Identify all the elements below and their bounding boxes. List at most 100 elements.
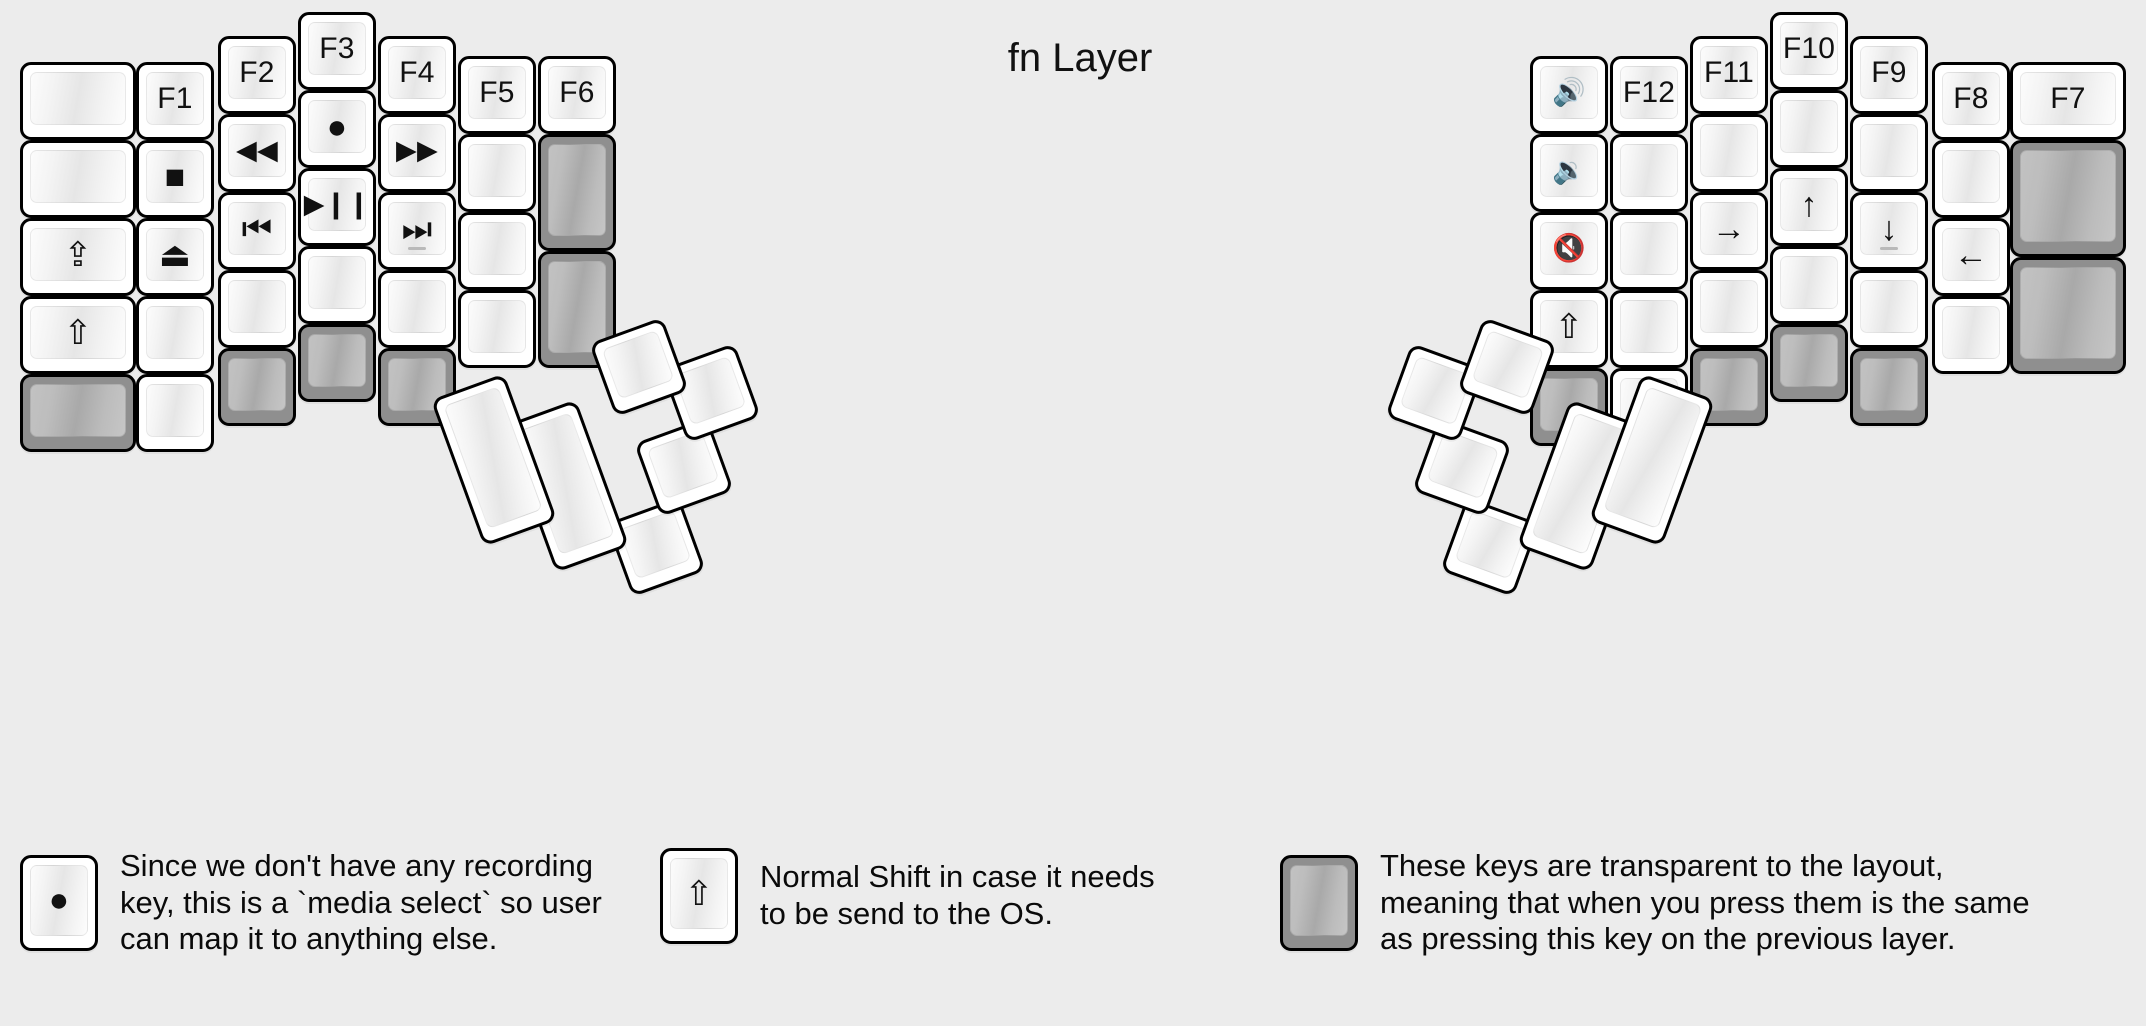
keycap-surface <box>308 256 366 309</box>
left-col-innermost-key-0[interactable]: F6 <box>538 56 616 134</box>
right-col-pinky-key-3[interactable] <box>1610 290 1688 368</box>
keycap-surface: ● <box>308 100 366 153</box>
left-col-pinky-outer-key-1[interactable] <box>20 140 136 218</box>
keycap-surface: ▶❙❙ <box>304 178 370 231</box>
right-col-index-key-2[interactable]: ↓ <box>1850 192 1928 270</box>
legend-swatch-key-2[interactable]: ⇧ <box>660 848 738 944</box>
keycap-surface: F3 <box>308 22 366 75</box>
keycap-surface <box>1942 150 2000 203</box>
left-col-inner-key-2[interactable] <box>458 212 536 290</box>
keycap-surface <box>1471 329 1545 400</box>
right-col-inner-key-3[interactable] <box>1932 296 2010 374</box>
keycap-surface <box>548 261 606 353</box>
keycap-surface <box>468 222 526 275</box>
left-col-middle-key-0[interactable]: F3 <box>298 12 376 90</box>
left-col-index-key-1[interactable]: ▶▶ <box>378 114 456 192</box>
right-col-middle-key-4[interactable] <box>1770 324 1848 402</box>
keycap-surface <box>146 306 204 359</box>
keycap-surface <box>548 144 606 236</box>
left-col-inner-key-0[interactable]: F5 <box>458 56 536 134</box>
right-col-pinky-outer-key-1[interactable]: 🔉 <box>1530 134 1608 212</box>
left-col-inner-key-1[interactable] <box>458 134 536 212</box>
keycap-surface <box>1620 300 1678 353</box>
keycap-surface: ⏭ <box>388 202 446 255</box>
right-col-ring-key-2[interactable]: → <box>1690 192 1768 270</box>
homing-bump-indicator <box>408 247 426 250</box>
right-col-middle-key-3[interactable] <box>1770 246 1848 324</box>
left-col-middle-key-2[interactable]: ▶❙❙ <box>298 168 376 246</box>
record-icon: ● <box>48 881 70 920</box>
left-col-middle-key-3[interactable] <box>298 246 376 324</box>
key-label: F12 <box>1622 75 1676 109</box>
left-col-pinky-outer-key-4[interactable] <box>20 374 136 452</box>
right-col-index-key-1[interactable] <box>1850 114 1928 192</box>
right-col-pinky-outer-key-2[interactable]: 🔇 <box>1530 212 1608 290</box>
keycap-surface <box>1700 280 1758 333</box>
right-col-innermost-key-2[interactable] <box>2010 257 2126 374</box>
legend-swatch-key-3[interactable] <box>1280 854 1358 951</box>
right-col-ring-key-1[interactable] <box>1690 114 1768 192</box>
left-col-innermost-key-1[interactable] <box>538 134 616 251</box>
left-col-pinky-key-2[interactable]: ⏏ <box>136 218 214 296</box>
left-col-index-key-0[interactable]: F4 <box>378 36 456 114</box>
keycap-surface: F8 <box>1942 72 2000 125</box>
arrow-left-icon: ← <box>1953 235 1989 274</box>
left-col-ring-key-4[interactable] <box>218 348 296 426</box>
eject-icon: ⏏ <box>158 235 192 274</box>
right-col-inner-key-1[interactable] <box>1932 140 2010 218</box>
right-col-index-key-0[interactable]: F9 <box>1850 36 1928 114</box>
left-col-pinky-outer-key-2[interactable]: ⇪ <box>20 218 136 296</box>
right-col-ring-key-3[interactable] <box>1690 270 1768 348</box>
left-col-pinky-outer-key-0[interactable] <box>20 62 136 140</box>
legend-swatch: ● <box>20 854 98 951</box>
right-col-middle-key-0[interactable]: F10 <box>1770 12 1848 90</box>
right-col-pinky-outer-key-3[interactable]: ⇧ <box>1530 290 1608 368</box>
left-col-index-key-3[interactable] <box>378 270 456 348</box>
left-col-ring-key-3[interactable] <box>218 270 296 348</box>
left-col-middle-key-4[interactable] <box>298 324 376 402</box>
keycap-surface <box>1426 429 1500 500</box>
right-col-innermost-key-1[interactable] <box>2010 140 2126 257</box>
shift-icon: ⇧ <box>1554 307 1584 346</box>
right-col-pinky-outer-key-0[interactable]: 🔊 <box>1530 56 1608 134</box>
left-col-pinky-outer-key-3[interactable]: ⇧ <box>20 296 136 374</box>
left-col-pinky-key-0[interactable]: F1 <box>136 62 214 140</box>
keycap-surface: F6 <box>548 66 606 119</box>
right-col-innermost-key-0[interactable]: F7 <box>2010 62 2126 140</box>
left-col-pinky-key-3[interactable] <box>136 296 214 374</box>
left-col-ring-key-2[interactable]: ⏮ <box>218 192 296 270</box>
left-col-pinky-key-4[interactable] <box>136 374 214 452</box>
keycap-surface <box>1942 306 2000 359</box>
left-col-ring-key-0[interactable]: F2 <box>218 36 296 114</box>
left-col-pinky-key-1[interactable]: ■ <box>136 140 214 218</box>
left-col-inner-key-3[interactable] <box>458 290 536 368</box>
right-col-pinky-key-1[interactable] <box>1610 134 1688 212</box>
keycap-surface: F10 <box>1780 22 1838 75</box>
keycap-surface <box>228 280 286 333</box>
key-label: F3 <box>319 31 355 65</box>
right-col-pinky-key-2[interactable] <box>1610 212 1688 290</box>
left-col-ring-key-1[interactable]: ◀◀ <box>218 114 296 192</box>
right-col-pinky-key-0[interactable]: F12 <box>1610 56 1688 134</box>
right-col-index-key-4[interactable] <box>1850 348 1928 426</box>
right-col-middle-key-1[interactable] <box>1770 90 1848 168</box>
left-col-middle-key-1[interactable]: ● <box>298 90 376 168</box>
right-col-inner-key-2[interactable]: ← <box>1932 218 2010 296</box>
right-col-index-key-3[interactable] <box>1850 270 1928 348</box>
fast-forward-icon: ▶▶ <box>396 135 438 165</box>
keycap-surface: 🔇 <box>1540 222 1598 275</box>
keycap-surface: ■ <box>146 150 204 203</box>
key-label: F9 <box>1871 55 1907 89</box>
legend-swatch <box>1280 854 1358 951</box>
keycap-surface <box>1860 358 1918 411</box>
legend-text: Normal Shift in case it needs to be send… <box>760 859 1155 931</box>
legend-swatch-key-1[interactable]: ● <box>20 854 98 951</box>
right-col-ring-key-0[interactable]: F11 <box>1690 36 1768 114</box>
keycap-surface <box>388 280 446 333</box>
right-col-inner-key-0[interactable]: F8 <box>1932 62 2010 140</box>
legend-text: Since we don't have any recording key, t… <box>120 848 602 957</box>
left-col-index-key-2[interactable]: ⏭ <box>378 192 456 270</box>
caps-lock-icon: ⇪ <box>63 235 93 274</box>
keycap-surface: → <box>1700 202 1758 255</box>
right-col-middle-key-2[interactable]: ↑ <box>1770 168 1848 246</box>
